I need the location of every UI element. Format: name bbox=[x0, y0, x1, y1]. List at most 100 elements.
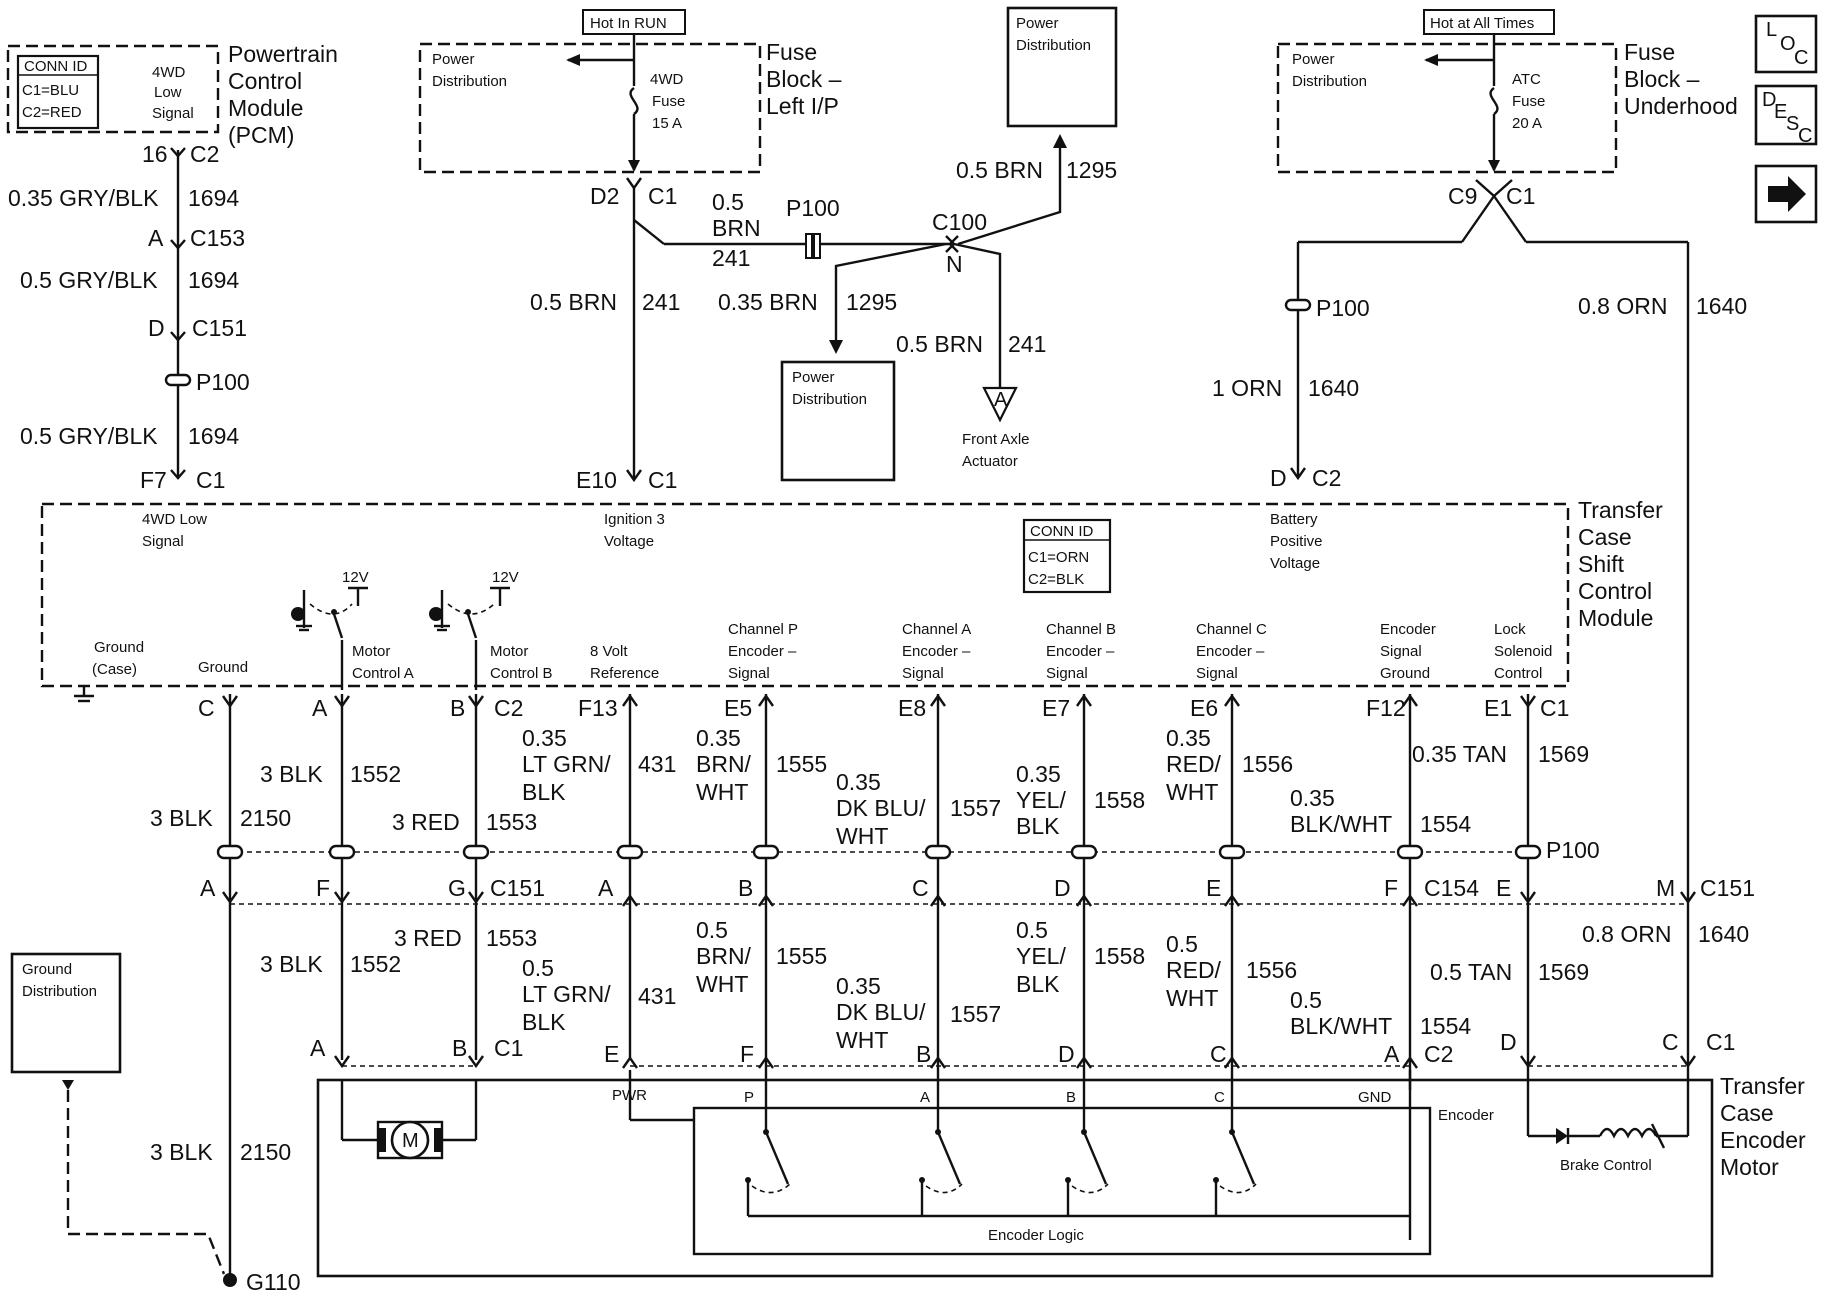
desc-letter-3: S bbox=[1786, 113, 1799, 135]
gd-2: Distribution bbox=[22, 983, 97, 1000]
lw-chc-circuit: 1556 bbox=[1246, 957, 1297, 983]
top-conn-c1: C1 bbox=[1540, 695, 1569, 721]
top-pin-e6: E6 bbox=[1190, 695, 1218, 721]
top-pin-f13: F13 bbox=[578, 695, 618, 721]
enc-gnd: GND bbox=[1358, 1089, 1392, 1106]
pcm-wire3-color: 0.5 GRY/BLK bbox=[20, 423, 158, 449]
fuse-right-title-1: Fuse bbox=[1624, 39, 1675, 65]
top-pin-e5: E5 bbox=[724, 695, 752, 721]
lw-chb-2: YEL/ bbox=[1016, 943, 1066, 969]
uw-gnd-circuit: 2150 bbox=[240, 805, 291, 831]
pcm-section: CONN ID C1=BLU C2=RED 4WD Low Signal Pow… bbox=[6, 41, 338, 493]
motor-icon bbox=[390, 1120, 430, 1160]
loc-button[interactable] bbox=[1754, 14, 1818, 74]
fuse-right-title-3: Underhood bbox=[1624, 93, 1738, 119]
top-pin-a: A bbox=[312, 695, 328, 721]
lw-gnd-circuit: 2150 bbox=[240, 1139, 291, 1165]
lw-eg-2: BLK/WHT bbox=[1290, 1013, 1392, 1039]
mid-pin-b: B bbox=[738, 875, 753, 901]
enc-b: B bbox=[1066, 1089, 1076, 1106]
lw-cha-circuit: 1557 bbox=[950, 1001, 1001, 1027]
pd-top-1: Power bbox=[1016, 15, 1059, 32]
right-wire2: 0.8 ORN bbox=[1578, 293, 1667, 319]
fuse-right-conn-c1: C1 bbox=[1506, 183, 1535, 209]
bot-pin-f: F bbox=[740, 1041, 754, 1067]
fuse-left-title-1: Fuse bbox=[766, 39, 817, 65]
pcm-pin-label-2: Low bbox=[154, 84, 182, 101]
chp-2: Encoder – bbox=[728, 643, 797, 660]
ground-case-2: (Case) bbox=[92, 661, 137, 678]
relay-a-12v: 12V bbox=[342, 569, 369, 586]
uw-cha-1: 0.35 bbox=[836, 769, 881, 795]
fuse-left-title-3: Left I/P bbox=[766, 93, 839, 119]
desc-letter-2: E bbox=[1774, 101, 1787, 123]
pcm-wire2-color: 0.5 GRY/BLK bbox=[20, 267, 158, 293]
pcm-pin-label-3: Signal bbox=[152, 105, 194, 122]
center-wire-top: 0.5 BRN bbox=[956, 157, 1043, 183]
top-pin-c: C bbox=[198, 695, 215, 721]
motor-label: M bbox=[402, 1130, 419, 1152]
motor-control-a-relay: 12V bbox=[291, 569, 369, 690]
lw-ref-circuit: 431 bbox=[638, 983, 676, 1009]
axle-ref: A bbox=[994, 389, 1008, 411]
ground-g110-label: G110 bbox=[246, 1269, 301, 1295]
fuse-atc-icon bbox=[1489, 87, 1499, 115]
tcscm-4wd-2: Signal bbox=[142, 533, 184, 550]
pcm-conn-c151: C151 bbox=[192, 315, 247, 341]
encoder-box bbox=[692, 1106, 1432, 1256]
top-pin-labels: C A B C2 F13 E5 E8 E7 E6 F12 E1 C1 bbox=[198, 695, 1569, 721]
encoder-label: Encoder bbox=[1438, 1107, 1494, 1124]
uw-ref-1: 0.35 bbox=[522, 725, 567, 751]
lock-3: Control bbox=[1494, 665, 1542, 682]
tcscm-conn-id-c2: C2=BLK bbox=[1028, 571, 1084, 588]
encoder-logic-label: Encoder Logic bbox=[988, 1227, 1084, 1244]
splice-p100-center-b bbox=[813, 233, 821, 259]
center-p100-wire-1: 0.5 bbox=[712, 189, 744, 215]
hot-in-run-label: Hot In RUN bbox=[590, 15, 667, 32]
pd-top-2: Distribution bbox=[1016, 37, 1091, 54]
tcscm-title-2: Case bbox=[1578, 524, 1632, 550]
chp-1: Channel P bbox=[728, 621, 798, 638]
pcm-wire1-color: 0.35 GRY/BLK bbox=[8, 185, 159, 211]
uw-eg-circuit: 1554 bbox=[1420, 811, 1471, 837]
mid-pin-a: A bbox=[200, 875, 216, 901]
fuse-left-pd-1: Power bbox=[432, 51, 475, 68]
lower-wire-labels: 0.8 ORN 1640 3 BLK 1552 3 RED 1553 0.5 L… bbox=[150, 917, 1749, 1165]
pin-e10: E10 bbox=[576, 467, 617, 493]
uw-mb-circuit: 1553 bbox=[486, 809, 537, 835]
mid-pin-m: M bbox=[1656, 875, 1675, 901]
tcscm-ign-2: Voltage bbox=[604, 533, 654, 550]
mid-pin-d: D bbox=[1054, 875, 1071, 901]
pcm-boundary bbox=[6, 44, 220, 134]
lw-lock-circuit: 1569 bbox=[1538, 959, 1589, 985]
tcscm-title-1: Transfer bbox=[1578, 497, 1663, 523]
desc-button[interactable] bbox=[1754, 84, 1818, 146]
mid-pin-g: G bbox=[448, 875, 466, 901]
pcm-wire3-circuit: 1694 bbox=[188, 423, 239, 449]
uw-ma-circuit: 1552 bbox=[350, 761, 401, 787]
lw-cha-1: 0.35 bbox=[836, 973, 881, 999]
motor-control-b-relay: 12V bbox=[429, 569, 519, 690]
uw-eg-2: BLK/WHT bbox=[1290, 811, 1392, 837]
tcscm-title-4: Control bbox=[1578, 578, 1652, 604]
lw-mb-circuit: 1553 bbox=[486, 925, 537, 951]
uw-ref-3: BLK bbox=[522, 779, 566, 805]
lw-ma-circuit: 1552 bbox=[350, 951, 401, 977]
uw-chc-1: 0.35 bbox=[1166, 725, 1211, 751]
chc-1: Channel C bbox=[1196, 621, 1267, 638]
center-circuit: 0.5 BRN 241 P100 C100 N Power Distributi… bbox=[530, 6, 1118, 493]
harness-wires bbox=[216, 693, 1696, 1278]
fuse-4wd-3: 15 A bbox=[652, 115, 682, 132]
fuse-4wd-2: Fuse bbox=[652, 93, 685, 110]
bottom-pin-labels: A B C1 E F B D C A C2 D C C1 bbox=[310, 1029, 1735, 1067]
motor-a-1: Motor bbox=[352, 643, 390, 660]
chc-2: Encoder – bbox=[1196, 643, 1265, 660]
bot-conn-c1: C1 bbox=[494, 1035, 523, 1061]
next-arrow-icon bbox=[1768, 176, 1806, 212]
top-conn-c2: C2 bbox=[494, 695, 523, 721]
side-buttons: L O C D E S C bbox=[1754, 14, 1818, 224]
relay-b-12v: 12V bbox=[492, 569, 519, 586]
uw-chb-1: 0.35 bbox=[1016, 761, 1061, 787]
lw-chb-1: 0.5 bbox=[1016, 917, 1048, 943]
